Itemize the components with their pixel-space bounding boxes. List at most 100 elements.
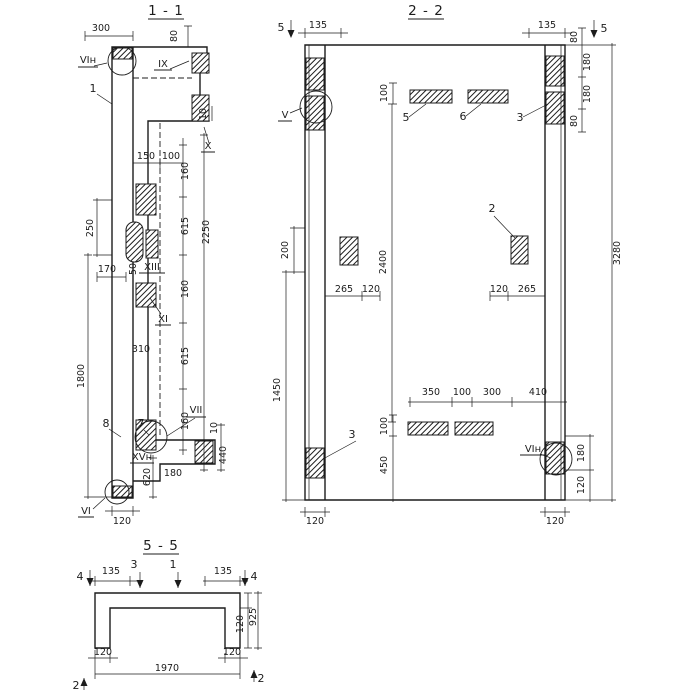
dim-label: 160 [180, 162, 191, 180]
dim-label: 1800 [76, 364, 87, 388]
section-mark: VIн [80, 55, 96, 66]
section-title: 1 - 1 [148, 3, 184, 19]
embed-plate-hatch [407, 421, 449, 436]
section-5-5: 5 - 5 4 135 3 1 135 4 120 925 120 120 19… [73, 538, 265, 692]
dim-label: 100 [162, 151, 180, 162]
embed-plate-hatch [112, 485, 133, 498]
dim-label: 180 [576, 444, 587, 462]
dim-label: 180 [164, 468, 182, 479]
dim-label: 120 [223, 647, 241, 658]
cut-label: 4 [77, 570, 84, 583]
dim-label: 80 [569, 115, 580, 127]
dim-label: 170 [98, 264, 116, 275]
embed-plate-hatch [191, 94, 210, 122]
dim-label: 135 [214, 566, 232, 577]
embed-plate-hatch [135, 282, 157, 308]
dim-label: 300 [483, 387, 501, 398]
section-mark: XIII [144, 262, 160, 273]
dim-label: 120 [546, 516, 564, 527]
dim-label: 350 [422, 387, 440, 398]
cut-label: 2 [258, 672, 265, 685]
dim-label: 1450 [272, 378, 283, 402]
detail-callout-circle [107, 46, 137, 76]
dim-label: 450 [379, 456, 390, 474]
detail-callout-circle [539, 442, 573, 476]
dim-label: 180 [582, 85, 593, 103]
detail-callout-circle [104, 479, 130, 505]
dim-label: 120 [113, 516, 131, 527]
dim-label: 120 [306, 516, 324, 527]
section-title: 2 - 2 [408, 3, 444, 19]
section-title: 5 - 5 [143, 538, 179, 554]
dim-label: 120 [94, 647, 112, 658]
callout-number: 6 [460, 110, 467, 123]
callout-number: 7 [138, 417, 145, 430]
dim-label: 2400 [378, 250, 389, 274]
dim-label: 180 [582, 53, 593, 71]
dim-label: 135 [102, 566, 120, 577]
embed-plate-hatch [135, 183, 157, 216]
cut-label: 1 [170, 558, 177, 571]
cut-label: 2 [73, 679, 80, 692]
section-mark: VII [190, 405, 203, 416]
embed-plate-hatch [545, 441, 565, 475]
section-mark: VIн [525, 444, 541, 455]
callout-number: 1 [90, 82, 97, 95]
embed-plate-hatch [305, 447, 325, 479]
dim-label: 150 [137, 151, 155, 162]
dim-label: 300 [92, 23, 110, 34]
embed-plate-hatch [454, 421, 494, 436]
dim-label: 440 [218, 446, 229, 464]
embed-plate-hatch [112, 47, 133, 60]
dim-label: 615 [180, 347, 191, 365]
callout-number: 3 [517, 111, 524, 124]
dim-label: 3280 [612, 241, 623, 265]
dim-label: 100 [379, 417, 390, 435]
dim-label: 100 [453, 387, 471, 398]
dim-label: 250 [85, 219, 96, 237]
dim-label: 120 [362, 284, 380, 295]
cut-label: 3 [131, 558, 138, 571]
section-mark: V [282, 110, 289, 121]
dim-label: 620 [142, 468, 153, 486]
dim-label: 265 [335, 284, 353, 295]
dimension-lines [84, 25, 225, 516]
dim-label: 120 [235, 615, 246, 633]
dim-label: 10 [198, 108, 209, 120]
dashed-lines [133, 77, 192, 438]
embed-plate-hatch [545, 91, 565, 125]
dim-label: 160 [180, 280, 191, 298]
dimension-lines [282, 20, 616, 517]
dim-label: 135 [538, 20, 556, 31]
section-1-1: 1 - 1 300 80 VIн IX 1 10 X 150 100 160 6… [76, 3, 229, 527]
detail-callout-circle [134, 420, 168, 454]
section-mark: X [205, 141, 212, 152]
dim-label: 120 [576, 476, 587, 494]
embed-plate-hatch [409, 89, 453, 104]
dim-label: 80 [569, 31, 580, 43]
dim-label: 925 [248, 608, 259, 626]
dim-label: 615 [180, 217, 191, 235]
section-mark: XI [158, 314, 168, 325]
label-underlines [278, 18, 546, 456]
dim-label: 410 [529, 387, 547, 398]
dim-label: 10 [209, 422, 220, 434]
detail-callout-circle [299, 90, 333, 124]
cut-arrowheads [287, 30, 598, 38]
dim-label: 135 [309, 20, 327, 31]
section-mark: IX [158, 59, 168, 70]
embed-plate-hatch [545, 55, 565, 87]
object-lines [304, 44, 566, 501]
label-underlines [78, 18, 215, 518]
embed-plate-hatch [467, 89, 509, 104]
object-lines [94, 592, 241, 649]
embed-plate-hatch [305, 57, 325, 91]
dim-label: 160 [180, 412, 191, 430]
callout-number: 8 [103, 417, 110, 430]
cut-label: 5 [278, 21, 285, 34]
dim-label: 120 [490, 284, 508, 295]
slot-hatch [125, 221, 144, 263]
dim-label: 2250 [201, 220, 212, 244]
